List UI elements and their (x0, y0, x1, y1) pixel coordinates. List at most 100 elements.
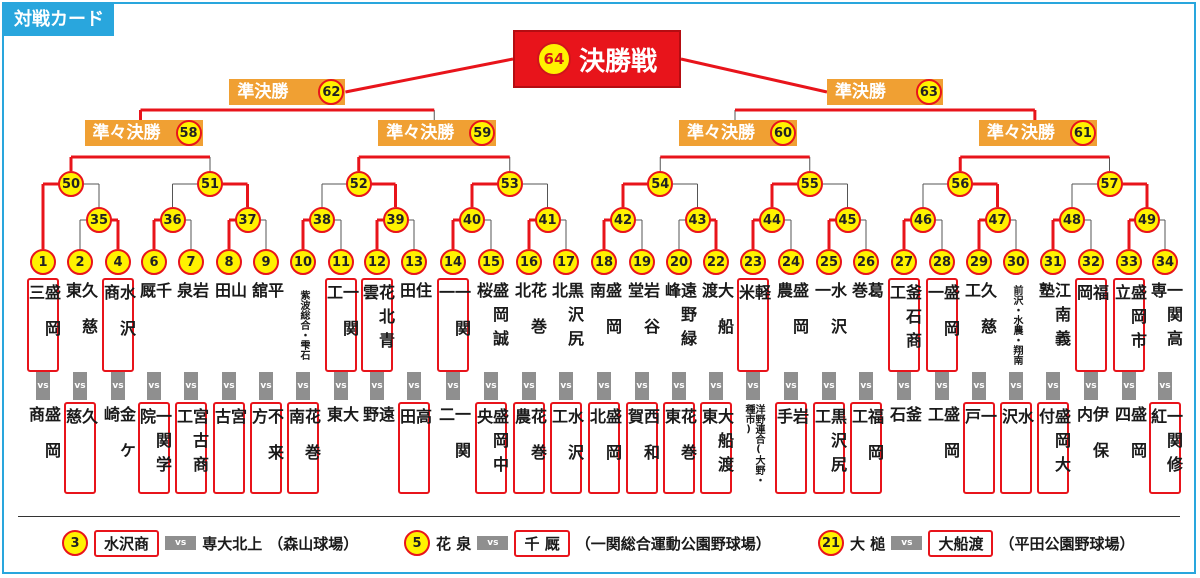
team-top: 葛巻 (849, 278, 884, 372)
team-bottom: 大船渡東 (699, 402, 734, 494)
match-number: 9 (253, 249, 279, 275)
match-number: 48 (1059, 207, 1085, 233)
team-bottom: 洋野連合(大野・種市) (737, 402, 769, 494)
match-number: 55 (796, 171, 823, 197)
header-tag: 対戦カード (4, 4, 114, 36)
match-number: 51 (197, 171, 223, 197)
vs-badge: vs (597, 372, 611, 400)
team-top: 岩泉 (174, 278, 209, 372)
match-number: 43 (684, 207, 711, 233)
stage-label: 準決勝 (237, 82, 289, 102)
divider (18, 516, 1180, 517)
team-name: 一戸 (962, 408, 997, 480)
match-number: 42 (610, 207, 636, 233)
match-number: 54 (647, 171, 674, 197)
team-bottom: 高田 (397, 402, 432, 494)
stage-label: 準々決勝 (986, 123, 1055, 143)
team-top: 江南義塾 (1036, 278, 1071, 372)
final-number: 64 (536, 42, 571, 76)
match-number: 12 (364, 249, 390, 275)
team-top: 盛岡誠桜 (474, 278, 509, 372)
team-name: 盛岡農 (774, 282, 809, 354)
match-number: 36 (159, 207, 186, 233)
team-name: 一関一 (436, 284, 471, 356)
team-top: 一関高専 (1148, 278, 1183, 372)
team-bottom: 伊保内 (1074, 402, 1109, 494)
stage-number: 62 (318, 79, 345, 105)
match-number: 40 (459, 207, 485, 233)
match-number: 18 (591, 249, 617, 275)
team-top: 盛岡南 (587, 278, 622, 372)
team-top: 山田 (212, 278, 247, 372)
team-name: 遠野緑峰 (662, 282, 697, 354)
team-bottom: 遠野 (360, 402, 395, 494)
match-number: 44 (759, 207, 785, 233)
team-top: 千厩 (137, 278, 172, 372)
team-top: 一関工 (324, 278, 359, 372)
vs-badge: vs (370, 372, 384, 400)
team-name: 大東 (324, 406, 359, 478)
match-number: 34 (1152, 249, 1178, 275)
match-number: 47 (984, 207, 1011, 233)
match-number: 30 (1003, 249, 1029, 275)
team-name: 大船渡東 (699, 408, 734, 480)
match-number: 50 (58, 171, 84, 197)
team-name: 不来方 (249, 408, 284, 480)
final-label: 決勝戦 (578, 46, 657, 77)
team-name: 久慈東 (63, 282, 98, 354)
stage-label: 準々決勝 (92, 123, 161, 143)
match-number: 52 (345, 171, 372, 197)
match-number: 4 (105, 249, 131, 275)
team-top: 岩谷堂 (625, 278, 660, 372)
venue: （森山球場） (268, 534, 359, 553)
team-top: 盛岡市立 (1112, 278, 1147, 372)
loser-team: 大 槌 (850, 534, 886, 553)
vs-badge: vs (477, 536, 509, 550)
team-name: 大船渡 (699, 282, 734, 354)
team-bottom: 宮古 (212, 402, 247, 494)
match-number: 14 (440, 249, 466, 275)
team-name: 岩谷堂 (625, 282, 660, 354)
team-name: 釜石 (887, 406, 922, 478)
bracket-line (345, 57, 514, 94)
team-name: 花巻農 (512, 408, 547, 480)
team-bottom: 盛岡工 (925, 402, 960, 494)
match-number: 8 (216, 249, 242, 275)
team-bottom: 花巻東 (662, 402, 697, 494)
team-name: 高田 (397, 408, 432, 480)
team-name: 久慈 (63, 408, 98, 480)
loser-team: 専大北上 (202, 534, 263, 553)
bracket-line (680, 57, 828, 94)
team-name: 盛岡誠桜 (474, 282, 509, 354)
match-number: 31 (1040, 249, 1066, 275)
team-top: 福岡 (1074, 278, 1109, 372)
match-number: 17 (553, 249, 579, 275)
vs-badge: vs (859, 372, 873, 400)
stage-label: 準決勝 (834, 82, 886, 102)
vs-badge: vs (484, 372, 498, 400)
team-bottom: 岩手 (774, 402, 809, 494)
match-number: 21 (818, 530, 844, 556)
team-name: 花巻北 (512, 282, 547, 354)
team-bottom: 金ケ崎 (101, 402, 136, 494)
match-number: 38 (309, 207, 335, 233)
match-number: 22 (703, 249, 729, 275)
team-top: 釜石商工 (887, 278, 922, 372)
team-top: 軽米 (736, 278, 771, 372)
match-number: 10 (290, 249, 316, 275)
stage-number: 61 (1069, 120, 1096, 146)
team-name: 盛岡市立 (1112, 284, 1147, 356)
team-name: 水沢商 (101, 284, 136, 356)
stage-number: 63 (915, 79, 942, 105)
vs-badge: vs (184, 372, 198, 400)
match-number: 5 (404, 530, 430, 556)
team-name: 西和賀 (625, 408, 660, 480)
team-top: 前沢・水農・翔南 (1000, 278, 1032, 372)
match-number: 6 (141, 249, 167, 275)
match-number: 56 (947, 171, 974, 197)
team-bottom: 盛岡四 (1112, 402, 1147, 494)
vs-badge: vs (165, 536, 197, 550)
match-number: 41 (534, 207, 561, 233)
venue: （平田公園野球場） (999, 534, 1135, 553)
